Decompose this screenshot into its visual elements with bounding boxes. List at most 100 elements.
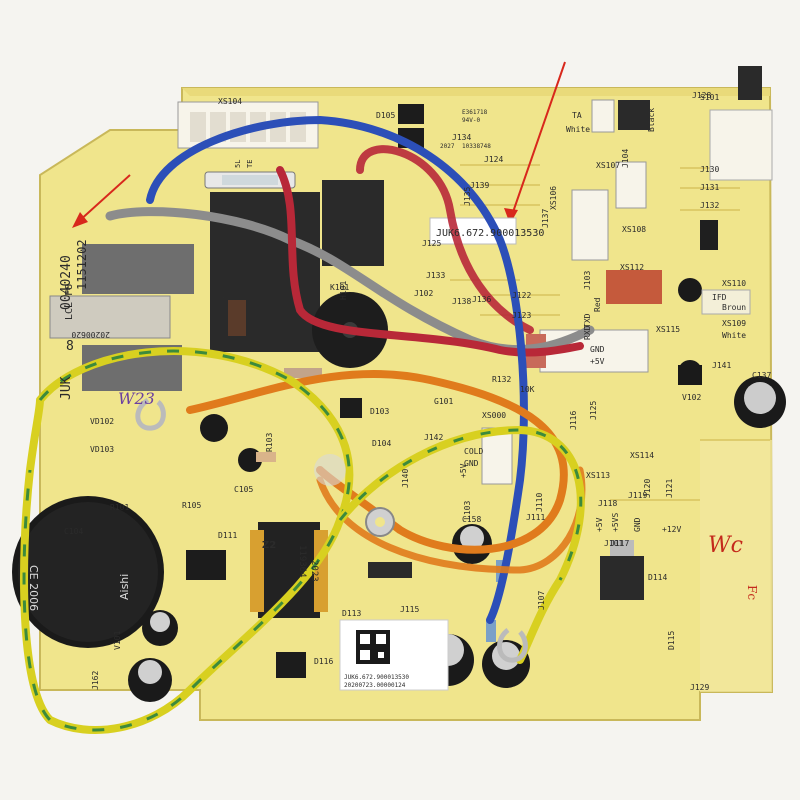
silk-label: K102: [353, 211, 362, 230]
silk-label: D115: [667, 631, 676, 650]
silk-label: J123: [512, 311, 531, 320]
silk-label: J138: [452, 297, 471, 306]
left-code-b: 1151202: [75, 239, 89, 290]
header-code-text: JUK6.672.900013530: [436, 228, 544, 239]
handwriting-small: Fc: [745, 585, 759, 600]
transformer-text-a: 119364: [297, 545, 307, 578]
silk-label: J120: [643, 479, 652, 498]
silk-label: XS110: [722, 279, 746, 288]
silk-label: V102: [682, 393, 701, 402]
silk-label: J134: [452, 133, 471, 142]
inductor-text-a: LCL-F8: [64, 284, 75, 320]
silk-label: J116: [569, 411, 578, 430]
silk-label: J101: [604, 539, 623, 548]
silk-label: J130: [700, 165, 719, 174]
silk-label: D111: [218, 531, 237, 540]
silk-label: J103: [583, 271, 592, 290]
silk-label: J125: [422, 239, 441, 248]
silk-label: J132: [700, 201, 719, 210]
transformer-mark: Z2: [262, 540, 276, 551]
silk-label: J104: [621, 149, 630, 168]
silk-label: Red: [593, 297, 602, 312]
silk-label: J135: [463, 187, 472, 206]
regulator-d114: [600, 556, 644, 600]
silk-label: XS108: [622, 225, 646, 234]
connector-j130: [709, 109, 773, 181]
silk-label: +5VS: [611, 513, 620, 532]
silk-label: J102: [414, 289, 433, 298]
silk-label: IFD: [712, 293, 727, 302]
cert-line3: 2027: [440, 143, 455, 150]
silk-label: +5V: [459, 463, 468, 478]
silk-label: J125: [589, 401, 598, 420]
silk-label: V101: [113, 631, 122, 650]
silk-label: XS113: [586, 471, 610, 480]
silk-label: +5V: [590, 357, 605, 366]
silk-label: 10K: [520, 385, 535, 394]
silk-label: J162: [91, 671, 100, 690]
silk-label: R132: [492, 375, 511, 384]
qr-line2: 20200723.00000124: [344, 682, 406, 689]
silk-label: J110: [535, 493, 544, 512]
silk-label: J115: [400, 605, 419, 614]
silk-label: D104: [372, 439, 391, 448]
qr-line1: JUK6.672.900013530: [344, 674, 409, 681]
connector-ta: [591, 99, 615, 133]
fuse-label-2: TE: [246, 160, 254, 168]
silk-label: J128: [692, 91, 711, 100]
silk-label: D103: [370, 407, 389, 416]
silk-label: XS000: [482, 411, 506, 420]
silk-label: H101: [339, 281, 348, 300]
handwriting-main: Wc: [708, 533, 743, 558]
connector-xs112-red: [606, 270, 662, 304]
silk-label: XS115: [656, 325, 680, 334]
silk-label: White: [566, 125, 590, 134]
silk-label: R101: [110, 503, 129, 512]
silk-label: GND: [590, 345, 605, 354]
silk-label: GND: [633, 517, 642, 532]
silk-label: R105: [182, 501, 201, 510]
silk-label: S101: [700, 93, 719, 102]
silk-label: D113: [342, 609, 361, 618]
silk-label: XS104: [218, 97, 242, 106]
silk-label: C137: [752, 371, 771, 380]
left-prefix: JUK: [59, 376, 74, 400]
ic-d111: [186, 550, 226, 580]
silk-label: D114: [648, 573, 667, 582]
silk-label: J122: [512, 291, 531, 300]
connector-xs106: [571, 189, 609, 261]
silk-label: COLD: [464, 447, 483, 456]
cert-line4: 10338748: [462, 143, 491, 150]
silk-label: G101: [434, 397, 453, 406]
silk-label: TA: [572, 111, 582, 120]
silk-label: White: [722, 331, 746, 340]
silk-label: J136: [472, 295, 491, 304]
silk-label: J107: [537, 591, 546, 610]
silk-label: J139: [470, 181, 489, 190]
silk-label: VD102: [90, 417, 114, 426]
silk-label: C105: [234, 485, 253, 494]
silk-label: J121: [665, 479, 674, 498]
silk-label: J117: [610, 539, 629, 548]
silk-label: C158: [462, 515, 481, 524]
inductor-lcl: [49, 295, 171, 339]
silk-label: RXD: [583, 325, 592, 340]
silk-label: J119: [628, 491, 647, 500]
silk-label: R103: [265, 433, 274, 452]
connector-black: [618, 100, 650, 130]
silk-label: J124: [484, 155, 503, 164]
capacitor-text: CE 2006: [27, 565, 40, 611]
fuse-label-1: 5L: [234, 160, 242, 168]
silk-label: D116: [314, 657, 333, 666]
silk-label: K101: [330, 283, 349, 292]
silk-label: J140: [401, 469, 410, 488]
silk-label: J131: [700, 183, 719, 192]
silk-label: J129: [690, 683, 709, 692]
silk-label: RC101: [217, 286, 226, 310]
capacitor-c109: [700, 220, 718, 250]
left-code-a: 0040240: [59, 255, 74, 310]
transformer-text-b: 2023: [309, 560, 319, 582]
silk-label: L103: [463, 501, 472, 520]
